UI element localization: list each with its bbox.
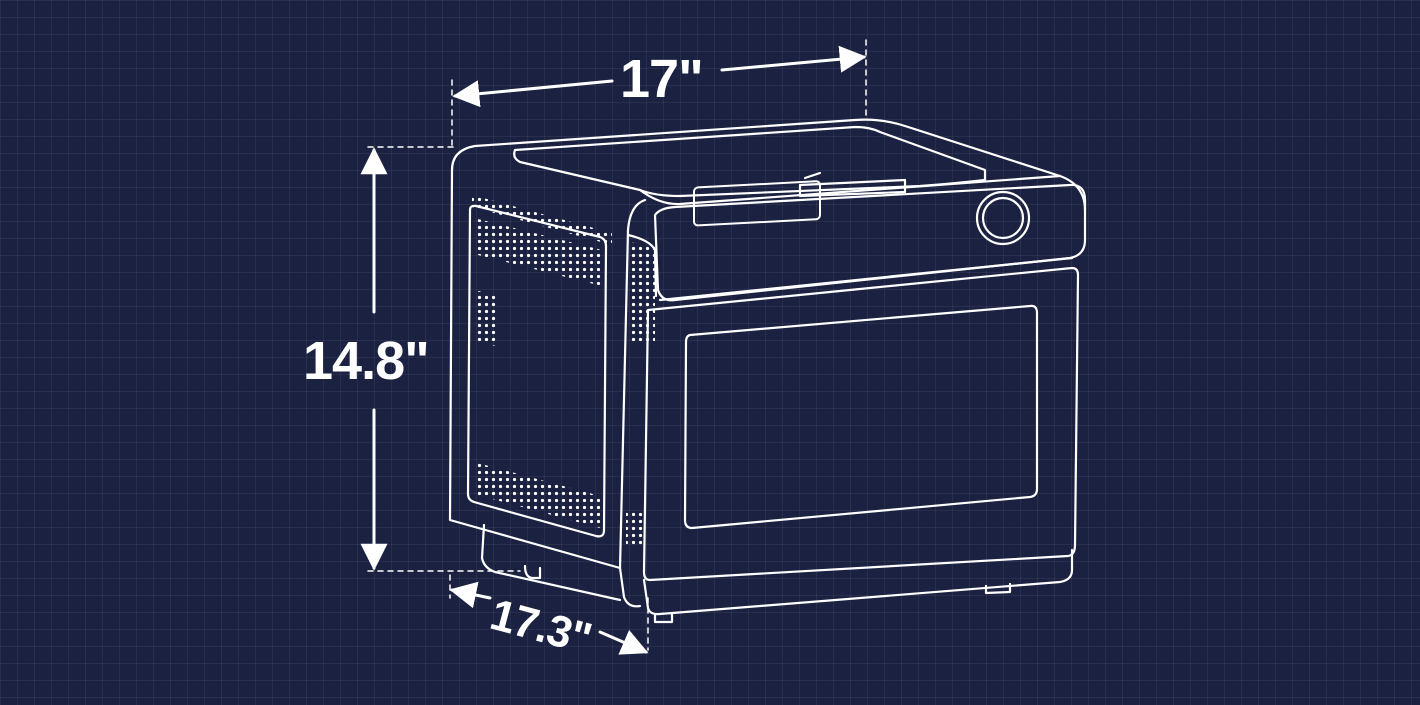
width-dimension-arrow <box>452 45 867 108</box>
control-display <box>693 180 821 227</box>
control-dial-icon <box>975 190 1031 246</box>
depth-dimension-arrow <box>449 581 649 655</box>
vent-perforations <box>472 195 655 548</box>
width-dimension-label: 17" <box>620 49 704 109</box>
height-dimension-label: 14.8" <box>303 331 430 391</box>
